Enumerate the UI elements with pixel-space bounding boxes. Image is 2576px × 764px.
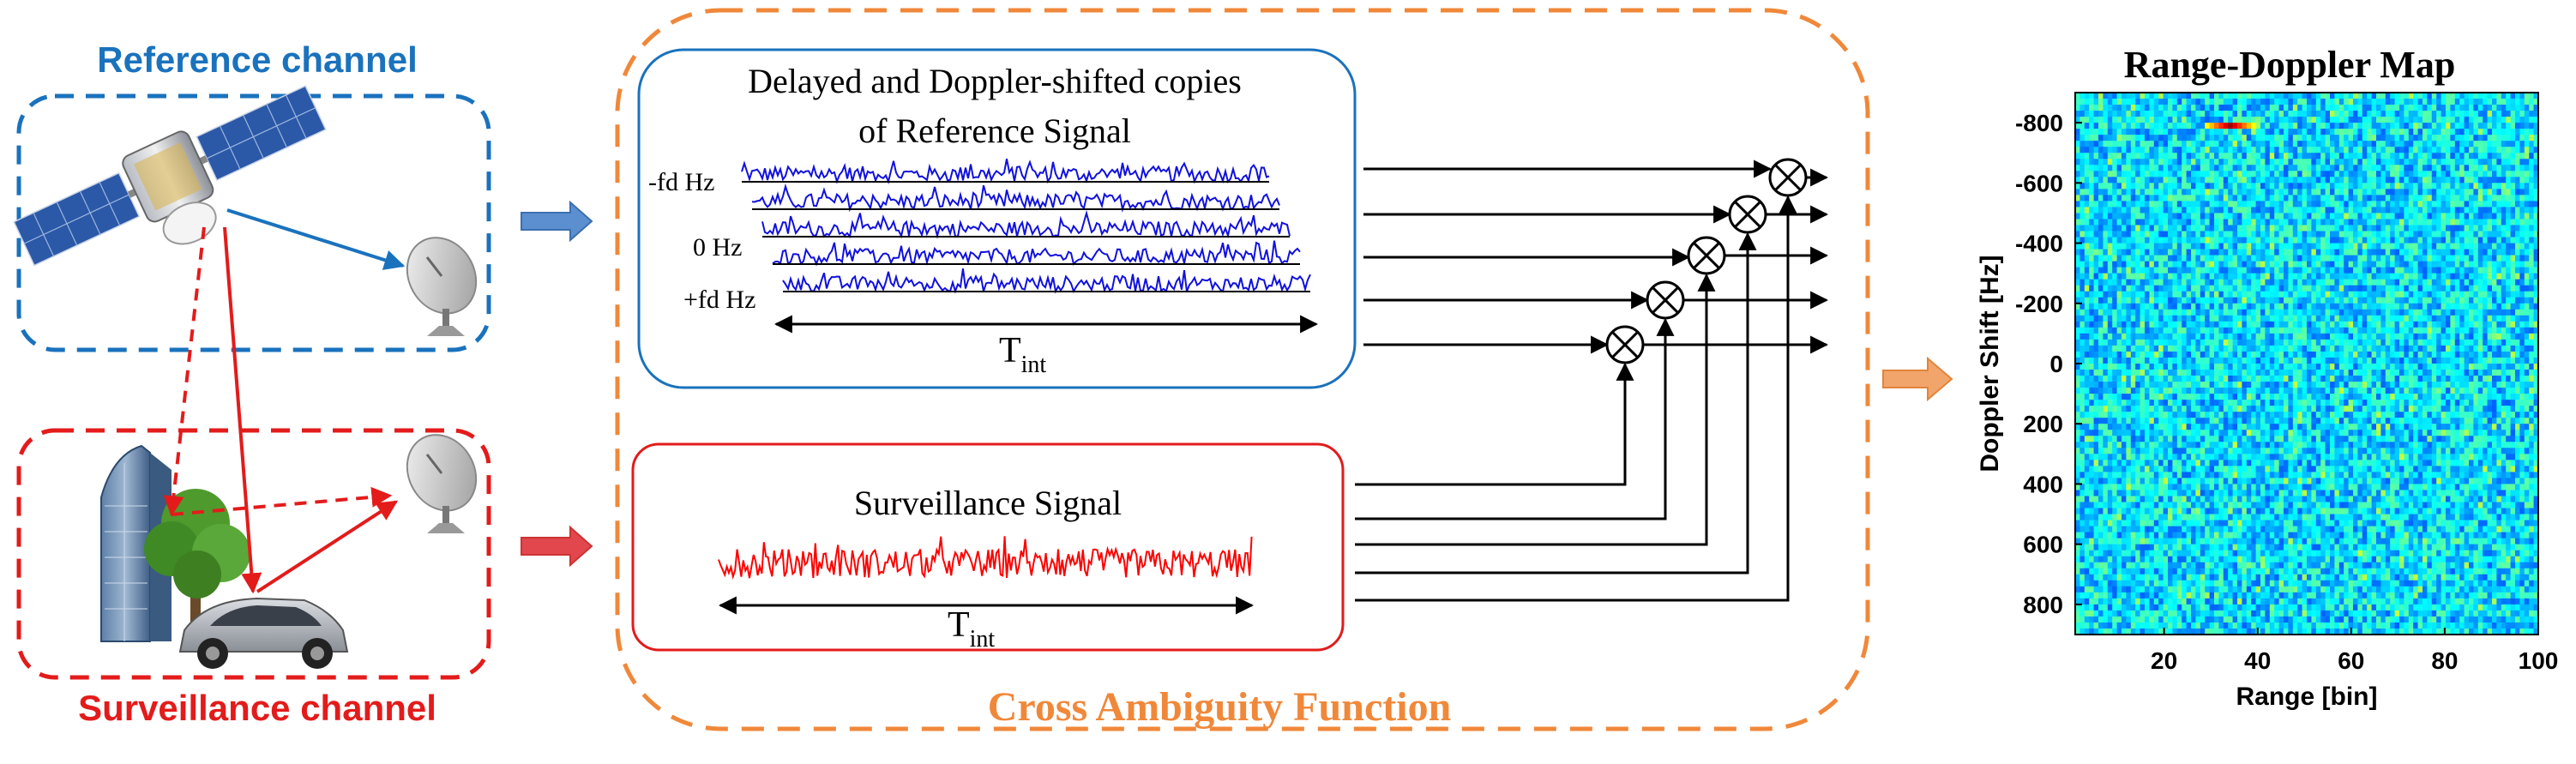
- surveillance-signal-title: Surveillance Signal: [854, 484, 1122, 522]
- x-tick-label: 80: [2431, 647, 2458, 674]
- x-tick-label: 20: [2151, 647, 2177, 674]
- y-tick-label: -200: [2015, 291, 2063, 317]
- y-tick-label: -600: [2015, 170, 2063, 196]
- range-doppler-heatmap: [2075, 93, 2539, 635]
- surveillance-paths: [163, 226, 399, 594]
- doppler-label-neg: -fd Hz: [648, 168, 714, 196]
- doppler-label-zero: 0 Hz: [693, 233, 742, 262]
- reference-tint-label: Tint: [999, 331, 1046, 378]
- car-icon: [178, 597, 349, 669]
- y-tick-label: -800: [2015, 110, 2063, 136]
- reference-box-title-line1: Delayed and Doppler-shifted copies: [748, 62, 1242, 100]
- reference-signal-copy: [741, 159, 1270, 185]
- surveillance-feed-line: [1355, 362, 1634, 486]
- doppler-label-pos: +fd Hz: [683, 286, 755, 314]
- x-axis-ticks: 20 40 60 80 100: [2151, 628, 2558, 674]
- y-axis-ticks: -800 -600 -400 -200 0 200 400 600 800: [2015, 110, 2082, 618]
- surveillance-input-arrow: [521, 525, 593, 568]
- satellite-icon: [13, 85, 327, 267]
- x-tick-label: 40: [2244, 647, 2271, 674]
- chart-title: Range-Doppler Map: [2124, 44, 2456, 86]
- multiplier-icon: [1646, 280, 1685, 320]
- reference-signal-traces: [741, 159, 1311, 294]
- y-tick-label: 800: [2023, 592, 2063, 618]
- surveillance-feed-line: [1355, 195, 1797, 602]
- surveillance-feed-line: [1355, 317, 1675, 520]
- y-axis-label: Doppler Shift [Hz]: [1976, 255, 2004, 472]
- multiplier-icon: [1728, 195, 1767, 234]
- dish-antenna-icon: [406, 237, 478, 336]
- surveillance-feed-line: [1355, 232, 1757, 575]
- x-axis-label: Range [bin]: [2236, 683, 2378, 711]
- y-tick-label: 0: [2049, 351, 2063, 377]
- reference-signal-copy: [761, 209, 1291, 239]
- surveillance-signal-waveform: [718, 536, 1253, 581]
- reference-signal-box: [637, 48, 1357, 389]
- multiplier-icon: [1768, 158, 1808, 197]
- reference-box-title-line2: of Reference Signal: [858, 111, 1131, 150]
- dish-antenna-icon: [406, 434, 478, 533]
- y-tick-label: 400: [2023, 471, 2063, 497]
- multiplier-icon: [1605, 325, 1645, 364]
- caf-box: [615, 8, 1870, 731]
- multiplier-icon: [1687, 236, 1726, 275]
- surveillance-channel-box: [16, 428, 491, 680]
- x-tick-label: 60: [2338, 647, 2364, 674]
- reference-channel-title: Reference channel: [97, 39, 418, 80]
- multiplier-network: [1355, 158, 1829, 602]
- x-tick-label: 100: [2519, 647, 2559, 674]
- reference-path-arrow: [226, 208, 406, 270]
- surveillance-channel-title: Surveillance channel: [78, 688, 436, 728]
- y-tick-label: 200: [2023, 411, 2063, 437]
- surveillance-feed-line: [1355, 273, 1716, 546]
- surveillance-signal-box: [631, 442, 1345, 652]
- reference-signal-copy: [751, 183, 1280, 213]
- y-tick-label: 600: [2023, 532, 2063, 558]
- reference-input-arrow: [521, 200, 593, 243]
- surveillance-tint-label: Tint: [948, 605, 995, 653]
- caf-title: Cross Ambiguity Function: [988, 684, 1452, 730]
- y-tick-label: -400: [2015, 231, 2063, 257]
- reference-signal-copy: [782, 268, 1311, 294]
- reference-signal-copy: [772, 240, 1301, 267]
- surveillance-signal-trace: [718, 536, 1253, 581]
- caf-output-arrow: [1882, 356, 1953, 402]
